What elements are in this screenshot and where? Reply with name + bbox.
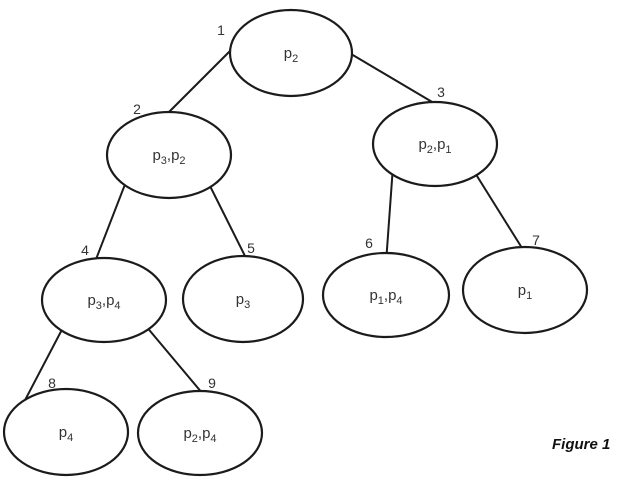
node-5-ellipse bbox=[181, 254, 305, 344]
node-8-ellipse bbox=[2, 387, 130, 477]
node-5-number: 5 bbox=[247, 240, 255, 256]
node-6-number: 6 bbox=[365, 235, 373, 251]
node-2-ellipse bbox=[105, 110, 233, 200]
node-5-label: p3 bbox=[236, 291, 250, 311]
node-4-label: p3,p4 bbox=[87, 292, 120, 312]
edge-3-6 bbox=[385, 165, 394, 264]
node-3-ellipse bbox=[371, 100, 499, 188]
node-2-label: p3,p2 bbox=[152, 147, 185, 167]
node-1-ellipse bbox=[228, 8, 354, 98]
node-4-number: 4 bbox=[81, 242, 89, 258]
node-1-number: 1 bbox=[217, 22, 225, 38]
node-1-label: p2 bbox=[284, 45, 298, 65]
node-4-ellipse bbox=[40, 256, 168, 344]
edge-4-9 bbox=[139, 318, 209, 401]
node-8-number: 8 bbox=[48, 375, 56, 391]
node-7-number: 7 bbox=[532, 232, 540, 248]
figure-caption: Figure 1 bbox=[552, 436, 611, 453]
node-8-label: p4 bbox=[59, 424, 73, 444]
edge-1-3 bbox=[340, 47, 445, 110]
edge-2-4 bbox=[92, 173, 130, 268]
node-6-ellipse bbox=[321, 251, 451, 339]
node-7-label: p1 bbox=[518, 282, 532, 302]
node-9-label: p2,p4 bbox=[183, 425, 216, 445]
edge-4-8 bbox=[22, 319, 68, 405]
edge-2-5 bbox=[204, 175, 249, 263]
edge-1-2 bbox=[160, 41, 240, 121]
node-2-number: 2 bbox=[133, 101, 141, 117]
node-7-ellipse bbox=[461, 245, 589, 335]
edge-3-7 bbox=[471, 167, 528, 257]
node-6-label: p1,p4 bbox=[369, 287, 402, 307]
node-3-number: 3 bbox=[437, 84, 445, 100]
node-9-number: 9 bbox=[208, 375, 216, 391]
node-9-ellipse bbox=[136, 389, 264, 477]
node-3-label: p2,p1 bbox=[418, 136, 451, 156]
